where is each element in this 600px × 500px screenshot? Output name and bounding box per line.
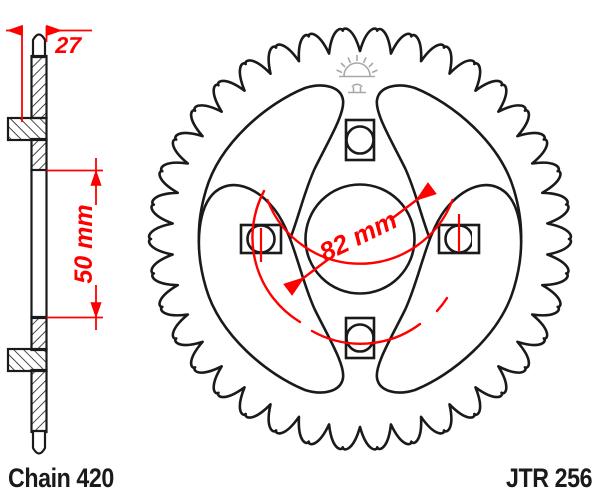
side-web-lower bbox=[30, 315, 48, 352]
bolt-circle-arcs bbox=[251, 189, 454, 345]
bolt-circle-arc-top bbox=[266, 198, 454, 265]
side-boss-upper bbox=[6, 116, 48, 142]
side-tooth-tip-bottom bbox=[31, 429, 47, 455]
dim-line-82-lower bbox=[283, 257, 331, 296]
front-view-sprocket: 82 mm bbox=[147, 27, 573, 451]
side-web-upper bbox=[30, 137, 48, 173]
side-tooth-tip-top bbox=[31, 33, 47, 59]
side-central-web bbox=[30, 168, 48, 320]
bolt-circle-arc-right bbox=[435, 296, 449, 313]
dim-line-82-upper bbox=[389, 182, 437, 221]
bolt-circle-arc-lowerleft bbox=[251, 189, 302, 324]
dimension-bore-50mm: 50 mm bbox=[46, 158, 103, 330]
spoke-window-4 bbox=[375, 183, 523, 394]
hub-bore-circle bbox=[304, 183, 416, 295]
side-rim-upper bbox=[30, 54, 48, 120]
side-rim-lower bbox=[30, 368, 48, 434]
side-view-cross-section bbox=[6, 33, 48, 455]
bolt-circle-arc-bottom bbox=[310, 322, 422, 345]
bolt-hole-bottom bbox=[344, 316, 376, 360]
dimension-50mm-text: 50 mm bbox=[70, 204, 98, 283]
side-boss-lower bbox=[6, 347, 48, 373]
spoke-windows bbox=[197, 84, 523, 394]
dimension-27-text: 27 bbox=[54, 32, 83, 58]
chain-size-label: Chain 420 bbox=[8, 463, 114, 493]
bolt-hole-top bbox=[344, 118, 376, 162]
sunrise-logo-icon bbox=[336, 55, 378, 94]
spoke-window-3 bbox=[197, 183, 345, 394]
part-number-label: JTR 256 bbox=[505, 463, 592, 493]
dimension-thickness-27: 27 bbox=[6, 24, 92, 122]
